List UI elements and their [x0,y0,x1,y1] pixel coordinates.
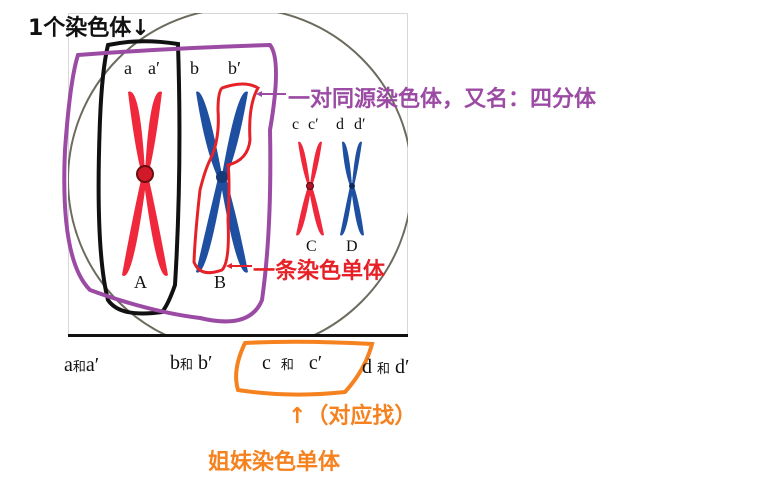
pair-d: d 和 d′ [362,356,410,378]
label-C: C [306,238,317,255]
label-D: D [346,238,358,255]
label-a-prime: a′ [148,58,160,78]
label-c: c [292,116,300,133]
chromatid-outline-red [192,82,261,275]
pair-a: a和a′ [64,354,100,376]
chromatid-annotation: 一条染色单体 [253,259,386,284]
sister-chromatid-outline-orange [234,339,375,397]
pair-c: c 和 c′ [262,352,323,374]
label-d: d [336,116,344,133]
baseline-rule [68,334,408,337]
chromosome-b [196,91,248,273]
correspond-annotation: ↑（对应找） [288,404,417,429]
chromosome-a [122,91,168,276]
label-c-prime: c′ [308,116,319,133]
label-b: b [190,58,199,78]
chromosome-c [296,141,324,236]
label-A: A [134,272,147,292]
label-d-prime: d′ [354,116,366,133]
label-b-prime: b′ [228,58,241,78]
homologous-pair-outline-purple [62,42,278,324]
homologous-pair-annotation: 一对同源染色体，又名：四分体 [288,87,597,112]
sister-chromatids-annotation: 姐妹染色单体 [208,450,341,475]
chromosome-d [340,141,364,236]
label-a: a [124,58,132,78]
label-B: B [214,272,227,292]
single-chromosome-label: 1个染色体↓ [28,16,150,41]
pair-b: b和 b′ [170,352,213,374]
